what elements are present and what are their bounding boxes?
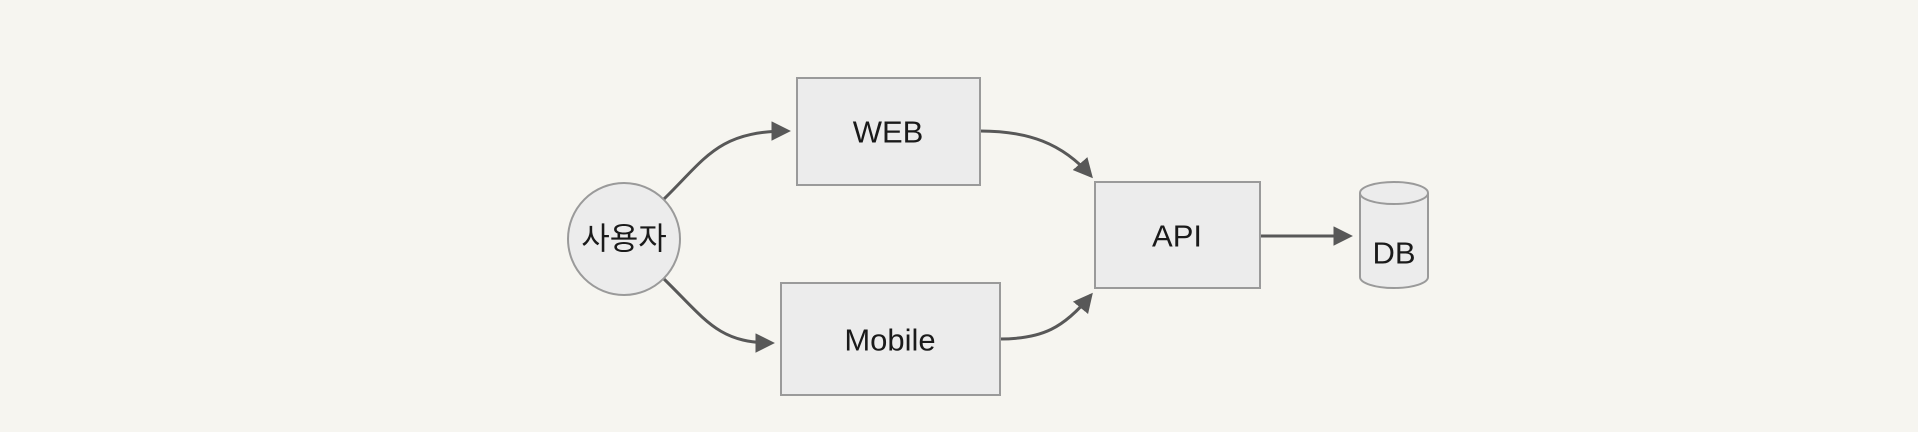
db-node-top-ellipse	[1359, 192, 1429, 205]
user-node-shape	[567, 182, 681, 296]
nodes-layer: 사용자 WEB Mobile API DB	[567, 77, 1429, 396]
edge-user-web	[662, 121, 791, 201]
api-node-label: API	[1152, 219, 1202, 254]
web-node-shape	[796, 77, 981, 186]
api-node: API	[1094, 181, 1261, 289]
user-node: 사용자	[567, 182, 681, 296]
web-node: WEB	[796, 77, 981, 186]
mobile-node: Mobile	[780, 282, 1001, 396]
mobile-node-shape	[780, 282, 1001, 396]
web-node-label: WEB	[853, 115, 924, 150]
user-node-label: 사용자	[581, 222, 667, 257]
db-node: DB	[1359, 181, 1429, 289]
edge-user-mobile	[662, 277, 775, 353]
edges-layer	[662, 121, 1353, 353]
edge-mobile-api	[999, 292, 1093, 341]
db-node-label: DB	[1372, 236, 1415, 271]
mobile-node-label: Mobile	[844, 323, 935, 358]
api-node-shape	[1094, 181, 1261, 289]
db-node-shape	[1359, 181, 1429, 289]
edge-web-api	[979, 129, 1093, 179]
